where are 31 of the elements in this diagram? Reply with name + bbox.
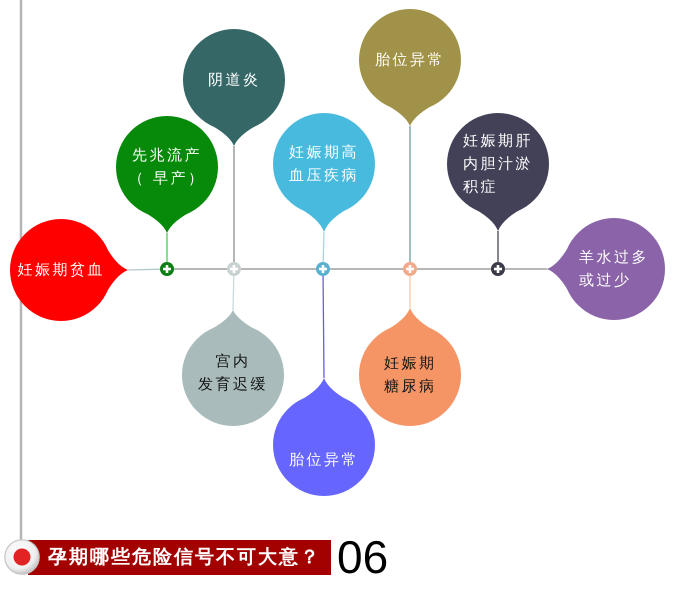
connector-line [166, 233, 168, 262]
connector-line [505, 268, 547, 270]
connector-line [322, 276, 325, 378]
connector-line [409, 126, 411, 262]
bubble-label: 妊娠期肝内胆汁淤积症 [463, 130, 533, 198]
connector-line [417, 268, 491, 270]
section-number: 06 [337, 532, 388, 583]
plus-circle-icon [491, 262, 505, 276]
plus-circle-icon [160, 262, 174, 276]
connector-line [128, 268, 160, 271]
bubble-label: 妊娠期贫血 [17, 260, 105, 280]
bubble-label: 羊水过多或过少 [579, 247, 649, 291]
connector-line [497, 231, 499, 262]
plus-circle-icon [316, 262, 330, 276]
bubble-label: 胎位异常 [375, 50, 445, 70]
bubble-label: 胎位异常 [289, 450, 359, 470]
connector-line [232, 276, 234, 310]
connector-line [330, 268, 403, 270]
bubble-label: 宫内发育迟缓 [198, 351, 268, 395]
title-banner: 孕期哪些危险信号不可大意？ [28, 540, 331, 575]
bubble-label: 阴道炎 [208, 70, 260, 90]
bubble-label: 妊娠期糖尿病 [384, 353, 436, 397]
plus-circle-icon [403, 262, 417, 276]
bubble-label: 妊娠期高血压疾病 [289, 142, 359, 186]
connector-line [174, 268, 227, 270]
connector-line [233, 146, 235, 262]
bubble-label: 先兆流产（ 早产） [128, 145, 206, 189]
plus-circle-icon [227, 262, 241, 276]
connector-line [322, 232, 325, 262]
connector-line [409, 276, 411, 308]
connector-line [241, 268, 316, 270]
